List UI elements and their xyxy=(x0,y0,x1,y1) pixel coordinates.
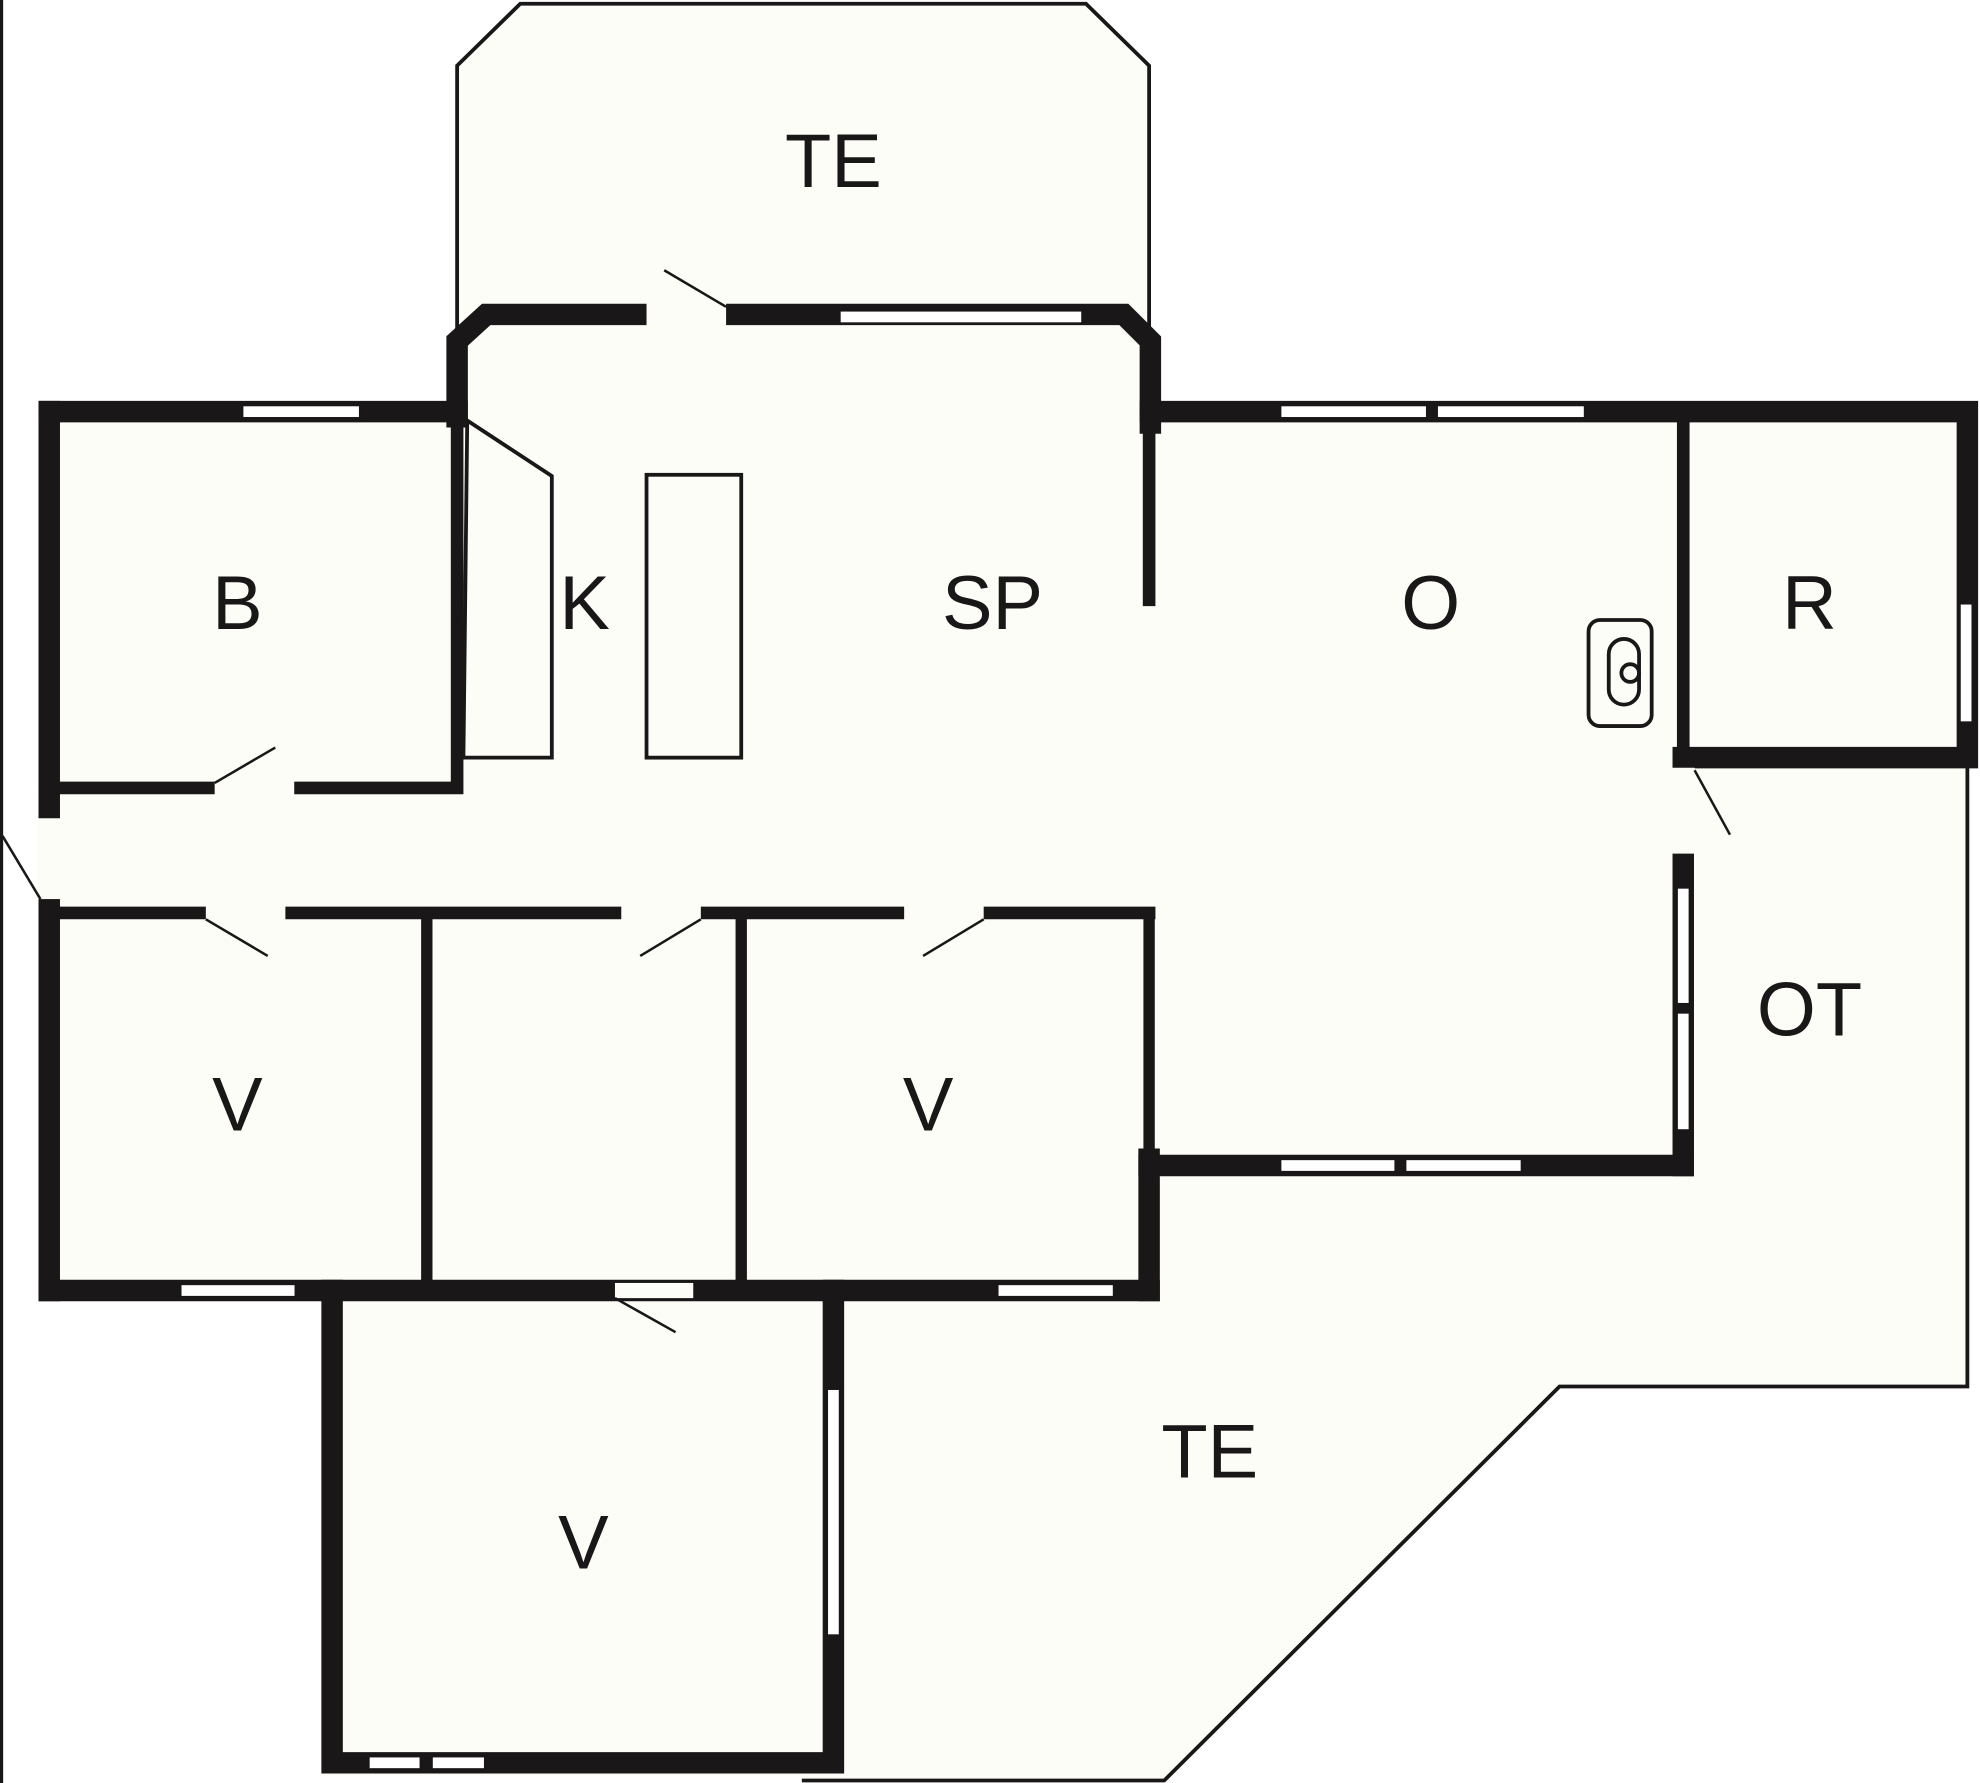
terrace-bottom-outline xyxy=(801,767,1970,1783)
room-label-living: O xyxy=(1401,561,1460,646)
terrace-top-outline xyxy=(455,1,1152,341)
windows xyxy=(179,309,1974,1771)
room-label-r: R xyxy=(1782,561,1837,646)
room-label-terrace-bottom: TE xyxy=(1161,1410,1258,1495)
floor-fill xyxy=(37,3,1978,1781)
kitchen-counter xyxy=(461,417,554,760)
room-label-terrace-top: TE xyxy=(785,119,882,204)
room-label-ot: OT xyxy=(1757,968,1862,1053)
fireplace-icon xyxy=(1586,618,1654,728)
room-label-b: B xyxy=(212,561,263,646)
room-label-dining: SP xyxy=(942,561,1043,646)
door-swings xyxy=(1,269,1732,1334)
room-label-v3: V xyxy=(558,1501,609,1586)
kitchen-island xyxy=(644,472,744,760)
room-label-v1: V xyxy=(212,1062,263,1147)
room-label-v2: V xyxy=(903,1062,954,1147)
door-openings xyxy=(37,303,1695,1299)
room-label-kitchen: K xyxy=(559,561,610,646)
